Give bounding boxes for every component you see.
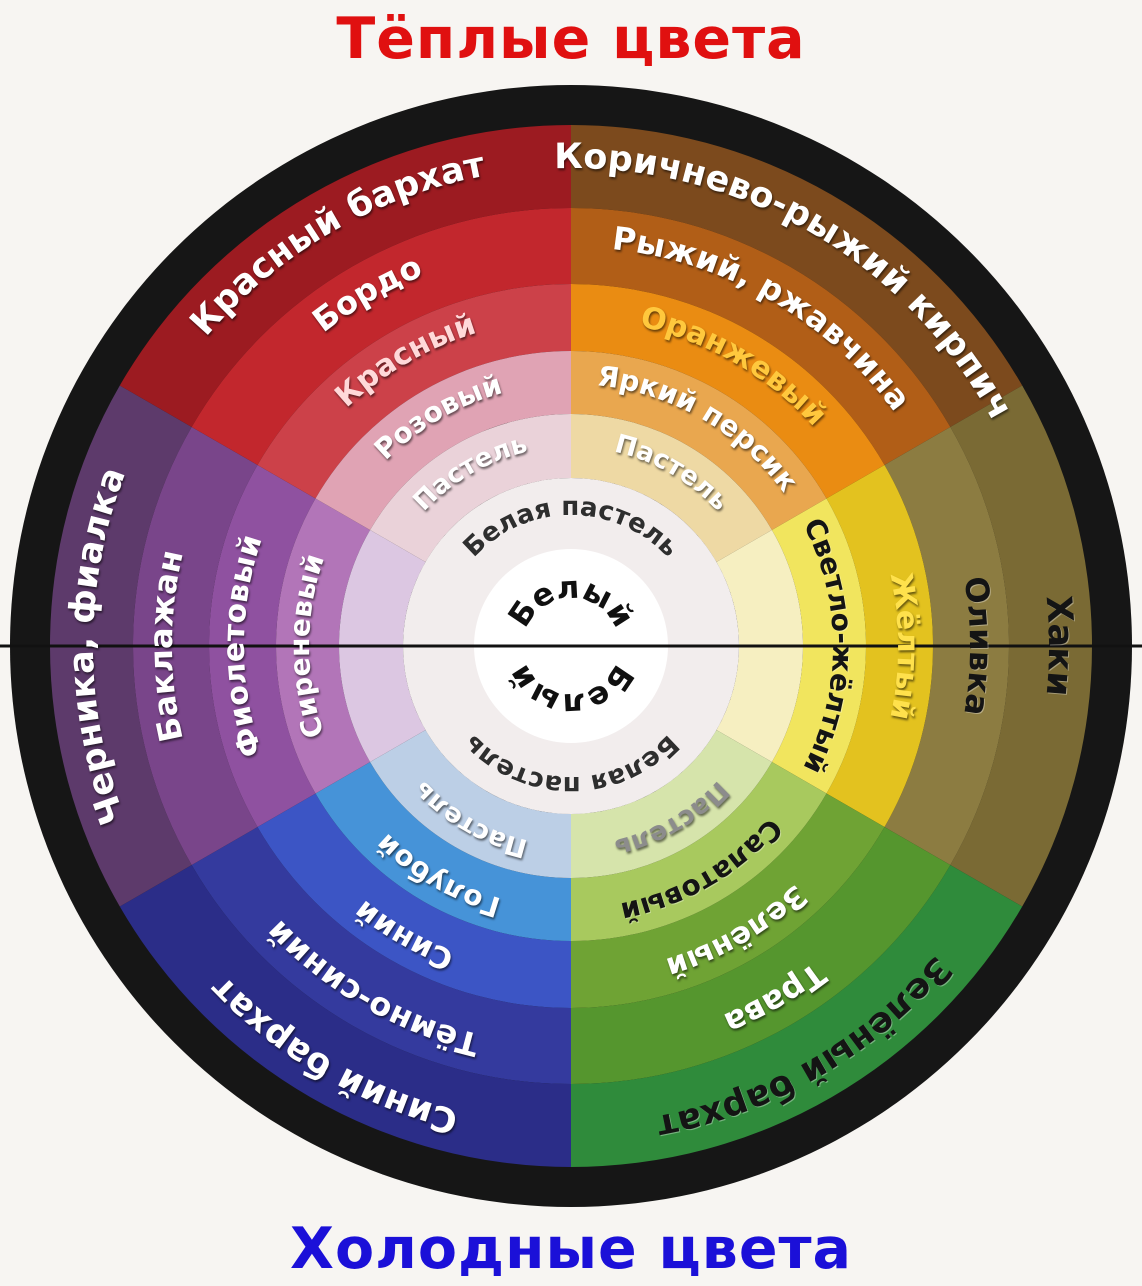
label-yellow-ring-2: Оливка [956, 574, 1000, 718]
sector-red-ring-1 [119, 125, 572, 427]
sector-green-ring-3 [571, 793, 885, 1008]
sector-green-ring-2 [571, 827, 951, 1084]
sector-green-ring-4 [571, 762, 827, 941]
sector-red-ring-4 [315, 351, 571, 530]
cold-colors-title: Холодные цвета [290, 1216, 852, 1282]
sector-red-ring-2 [191, 207, 571, 465]
sector-orange-ring-3 [571, 284, 885, 499]
sector-orange-ring-2 [571, 207, 951, 465]
sector-red-ring-3 [257, 284, 571, 499]
sector-blue-ring-1 [119, 865, 572, 1167]
sector-red-ring-5 [370, 414, 571, 562]
sector-orange-ring-5 [571, 414, 772, 562]
sector-blue-ring-4 [315, 762, 571, 941]
sector-blue-ring-5 [370, 730, 571, 878]
sector-blue-ring-3 [257, 793, 571, 1008]
sector-green-ring-1 [571, 865, 1023, 1167]
sector-orange-ring-1 [571, 125, 1023, 427]
label-yellow-ring-1: Хаки [1038, 594, 1081, 697]
sector-orange-ring-4 [571, 351, 827, 530]
sector-green-ring-5 [571, 730, 772, 878]
sector-blue-ring-2 [191, 827, 571, 1084]
warm-colors-title: Тёплые цвета [336, 6, 806, 72]
